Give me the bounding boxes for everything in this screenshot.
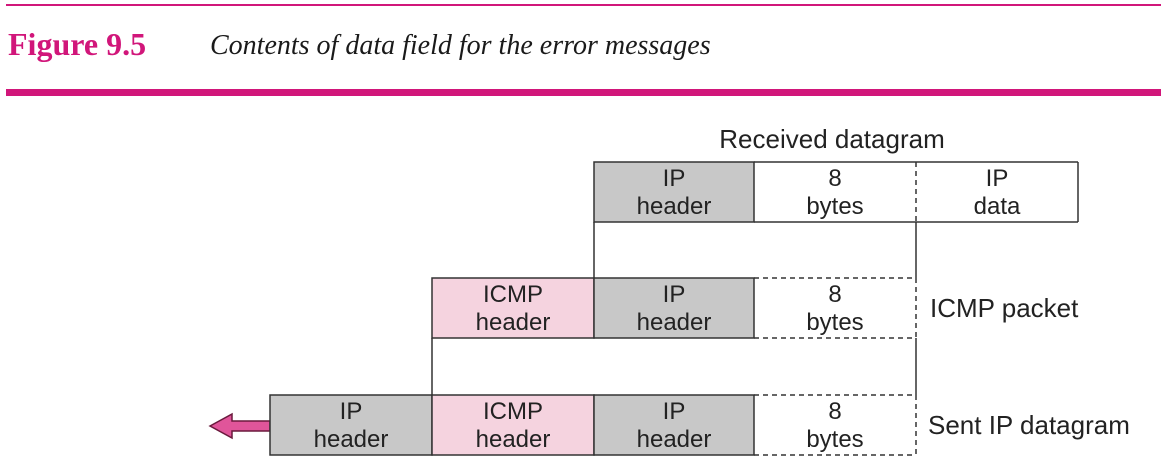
svg-text:8: 8 <box>828 281 841 308</box>
svg-text:header: header <box>476 309 551 336</box>
top-rule <box>6 4 1161 6</box>
sent-ip-header-outer-box: IP header <box>269 394 433 456</box>
icmp-packet-label: ICMP packet <box>930 293 1079 323</box>
svg-text:header: header <box>637 426 712 453</box>
svg-text:bytes: bytes <box>806 193 863 220</box>
svg-text:IP: IP <box>663 281 686 308</box>
svg-text:data: data <box>974 193 1021 220</box>
send-arrow-icon <box>208 412 271 440</box>
received-ip-data-box: IP data <box>916 161 1079 223</box>
svg-text:ICMP: ICMP <box>483 398 543 425</box>
sent-ip-datagram-label: Sent IP datagram <box>928 410 1130 440</box>
svg-text:IP: IP <box>340 398 363 425</box>
received-ip-header-box: IP header <box>593 161 755 223</box>
icmp-8-bytes-box: 8 bytes <box>754 277 917 339</box>
icmp-header-box: ICMP header <box>431 277 595 339</box>
sent-ip-header-box: IP header <box>593 394 755 456</box>
svg-text:bytes: bytes <box>806 426 863 453</box>
svg-text:IP: IP <box>663 165 686 192</box>
svg-text:8: 8 <box>828 398 841 425</box>
svg-text:IP: IP <box>663 398 686 425</box>
received-datagram-label: Received datagram <box>719 124 944 154</box>
svg-text:header: header <box>314 426 389 453</box>
svg-text:ICMP: ICMP <box>483 281 543 308</box>
header-rule <box>6 89 1161 96</box>
svg-text:header: header <box>476 426 551 453</box>
figure-number: Figure 9.5 <box>8 26 147 62</box>
svg-text:header: header <box>637 309 712 336</box>
svg-text:bytes: bytes <box>806 309 863 336</box>
received-8-bytes-box: 8 bytes <box>754 161 916 223</box>
svg-text:IP: IP <box>986 165 1009 192</box>
svg-text:8: 8 <box>828 165 841 192</box>
sent-icmp-header-box: ICMP header <box>431 394 595 456</box>
figure-caption: Contents of data field for the error mes… <box>210 30 711 61</box>
svg-text:header: header <box>637 193 712 220</box>
icmp-ip-header-box: IP header <box>593 277 755 339</box>
sent-8-bytes-box: 8 bytes <box>754 394 917 456</box>
